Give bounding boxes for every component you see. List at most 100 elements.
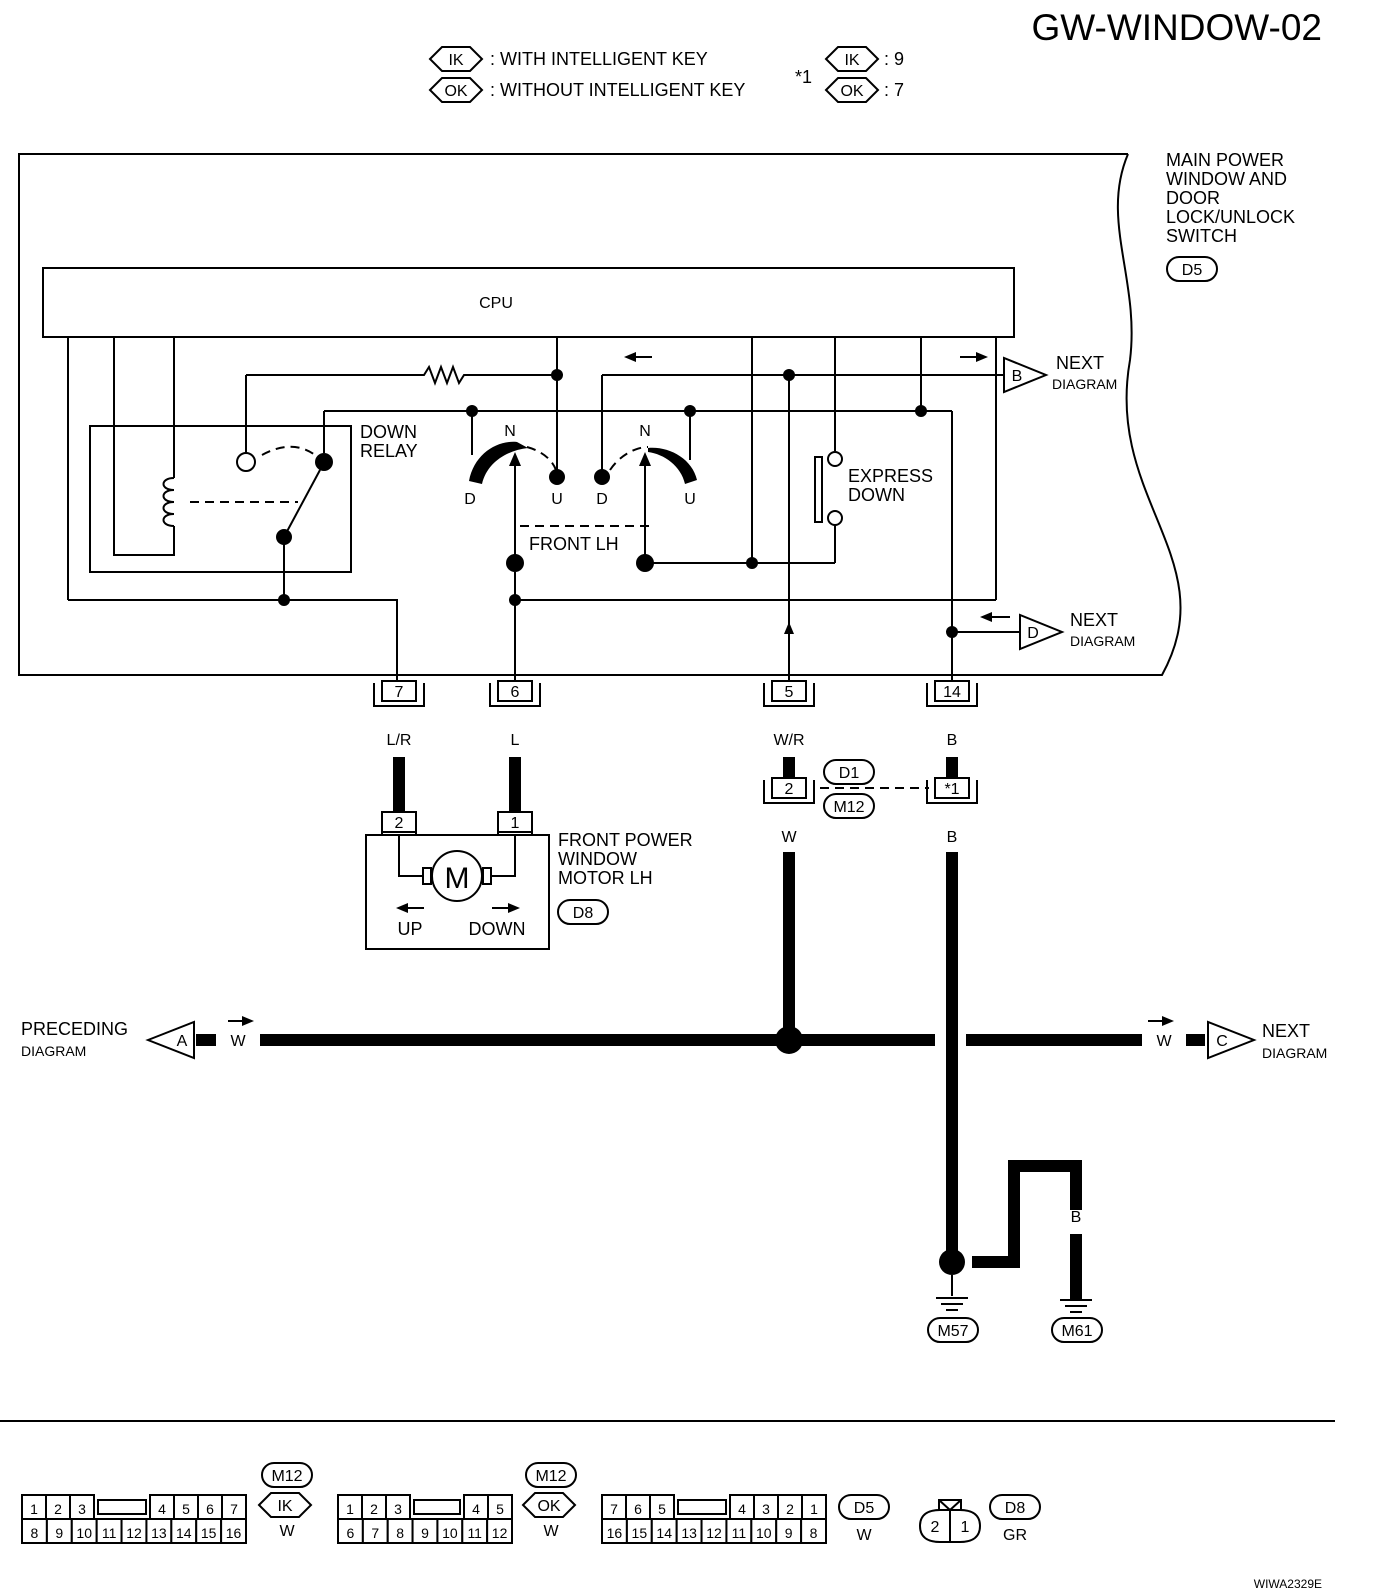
legend-ik-pin: : 9 xyxy=(884,49,904,69)
cpu-block xyxy=(42,267,1015,338)
cv-d8-conn: D8 xyxy=(1005,1500,1026,1517)
switch-name-line-5: SWITCH xyxy=(1166,226,1237,246)
connector-pin-number: 7 xyxy=(230,1501,238,1517)
next-diagram-b: B NEXT DIAGRAM xyxy=(1003,353,1117,394)
switch-connector-d5: D5 xyxy=(1182,262,1203,279)
next-c-line-1: NEXT xyxy=(1262,1021,1310,1041)
connector-pin-number: 7 xyxy=(371,1525,379,1541)
connector-view-m12-ok-labels: M12 OK W xyxy=(521,1462,577,1540)
terminal-6-label: 6 xyxy=(511,684,520,701)
n-label-right: N xyxy=(639,423,651,440)
connector-pin-cell xyxy=(601,1518,628,1544)
motor-symbol xyxy=(431,850,483,902)
next-d-line-1: NEXT xyxy=(1070,610,1118,630)
joint-connector: 2 *1 D1 M12 xyxy=(763,759,978,819)
terminal-7-label: 7 xyxy=(395,684,404,701)
connector-pin-number: 11 xyxy=(102,1525,117,1541)
motor-pin-2: 2 xyxy=(395,815,404,832)
ground-m57: M57 xyxy=(937,1323,968,1340)
connector-pin-number: 2 xyxy=(786,1501,794,1517)
motor-unit: 2 1 M UP DOWN FRONT POWER WINDOW MOTOR L… xyxy=(365,811,693,950)
express-down-label-1: EXPRESS xyxy=(848,466,933,486)
preceding-diagram-a: A PRECEDING DIAGRAM xyxy=(21,1019,195,1060)
next-d-tag: D xyxy=(1027,625,1039,642)
connector-pin-number: 3 xyxy=(762,1501,770,1517)
cv-m12-ik-conn: M12 xyxy=(271,1468,302,1485)
relay-coil xyxy=(113,337,175,556)
connector-pin-cell xyxy=(625,1518,653,1544)
diagram-title: GW-WINDOW-02 xyxy=(1031,7,1322,48)
connector-pin-number: 5 xyxy=(182,1501,190,1517)
relay-contact-open xyxy=(236,452,256,472)
connector-lock-tab xyxy=(677,1499,727,1515)
next-b-line-1: NEXT xyxy=(1056,353,1104,373)
connector-pin-number: 11 xyxy=(732,1525,747,1541)
motor-m-label: M xyxy=(445,862,470,895)
connector-pin-number: 9 xyxy=(55,1525,63,1541)
terminal-7: 7 xyxy=(373,680,425,707)
connector-pin-cell xyxy=(145,1518,173,1544)
cv-d8-pin-2: 2 xyxy=(931,1519,940,1536)
connector-pin-cell xyxy=(461,1518,489,1544)
cv-d8-pin-1: 1 xyxy=(961,1519,970,1536)
wire-w-label-1: W xyxy=(781,829,797,846)
connector-pin-number: 1 xyxy=(30,1501,38,1517)
connector-pin-number: 6 xyxy=(634,1501,642,1517)
motor-pin-1: 1 xyxy=(511,815,520,832)
connector-pin-cell xyxy=(386,1518,414,1544)
w-bus: W W xyxy=(196,1016,1205,1054)
switch-unit: MAIN POWER WINDOW AND DOOR LOCK/UNLOCK S… xyxy=(18,150,1295,683)
connector-pin-number: 10 xyxy=(76,1525,92,1541)
connector-pin-cell xyxy=(337,1518,364,1544)
switch-name-line-1: MAIN POWER xyxy=(1166,150,1284,170)
preceding-a-line-1: PRECEDING xyxy=(21,1019,128,1039)
next-c-line-2: DIAGRAM xyxy=(1262,1045,1327,1061)
next-diagram-c: C NEXT DIAGRAM xyxy=(1207,1020,1327,1061)
cv-d5-color: W xyxy=(856,1527,872,1544)
connector-view-d8: 2 1 D8 GR xyxy=(918,1494,1041,1544)
wire-b-label-1: B xyxy=(947,732,958,749)
connector-pin-cell xyxy=(220,1518,248,1544)
down-relay-box xyxy=(89,425,352,573)
connector-pin-number: 3 xyxy=(394,1501,402,1517)
ground-wire-b-2: B xyxy=(1009,1209,1020,1226)
legend-ok-pin: : 7 xyxy=(884,80,904,100)
terminal-14-label: 14 xyxy=(943,684,961,701)
switch-name-line-4: LOCK/UNLOCK xyxy=(1166,207,1295,227)
connector-pin-number: 5 xyxy=(658,1501,666,1517)
ground-section: B B B M57 M61 xyxy=(927,1160,1103,1343)
u-label-left: U xyxy=(551,491,563,508)
legend-ok-desc: : WITHOUT INTELLIGENT KEY xyxy=(490,80,745,100)
connector-pin-cell xyxy=(487,1494,513,1520)
next-c-tag: C xyxy=(1216,1033,1228,1050)
preceding-a-line-2: DIAGRAM xyxy=(21,1043,86,1059)
connector-pin-number: 6 xyxy=(347,1525,355,1541)
joint-pin-2: 2 xyxy=(785,781,794,798)
connector-pin-number: 13 xyxy=(681,1525,697,1541)
n-label-left: N xyxy=(504,423,516,440)
next-b-line-2: DIAGRAM xyxy=(1052,376,1117,392)
legend-ik-desc: : WITH INTELLIGENT KEY xyxy=(490,49,708,69)
cpu-label: CPU xyxy=(479,295,513,312)
terminal-5-label: 5 xyxy=(785,684,794,701)
connector-pin-number: 4 xyxy=(472,1501,480,1517)
connector-pin-number: 6 xyxy=(206,1501,214,1517)
connector-pin-number: 10 xyxy=(442,1525,458,1541)
diagram-code: WIWA2329E xyxy=(1254,1577,1322,1591)
down-relay-label-1: DOWN xyxy=(360,422,417,442)
cv-m12-ok-conn: M12 xyxy=(535,1468,566,1485)
wire-wr-label: W/R xyxy=(773,732,804,749)
connector-pin-number: 16 xyxy=(607,1525,623,1541)
connector-pin-number: 15 xyxy=(632,1525,648,1541)
terminal-14: 14 xyxy=(926,680,978,707)
legend-star-mark: *1 xyxy=(795,67,812,87)
u-label-right: U xyxy=(684,491,696,508)
legend-ik-tag: IK xyxy=(448,52,463,69)
motor-up-label: UP xyxy=(397,919,422,939)
connector-pin-cell xyxy=(800,1518,827,1544)
connector-pin-cell xyxy=(120,1518,148,1544)
connector-pin-number: 11 xyxy=(467,1525,482,1541)
